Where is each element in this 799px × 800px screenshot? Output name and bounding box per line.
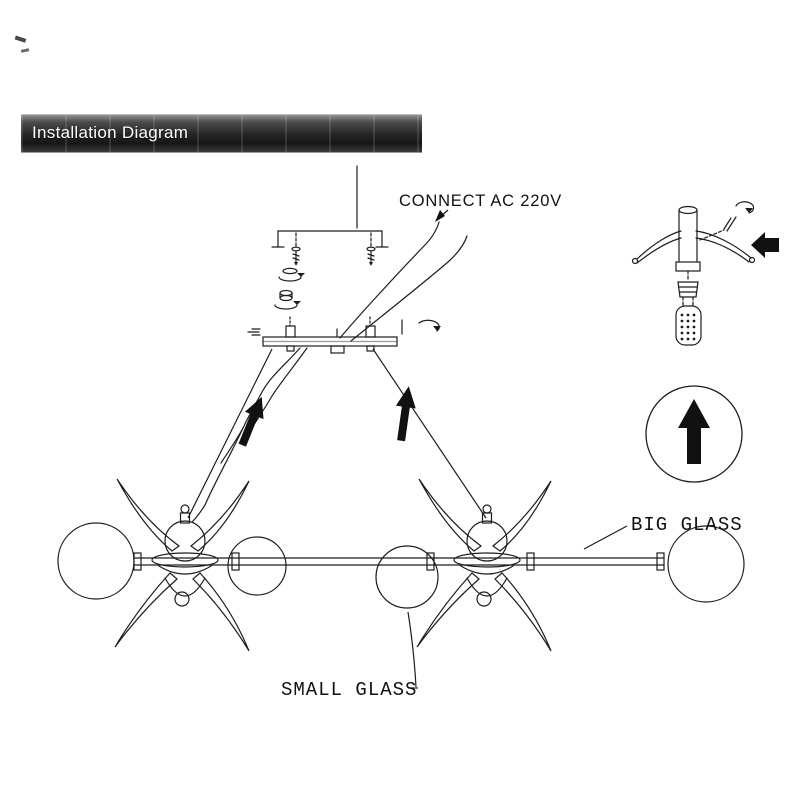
holder-screw	[699, 201, 755, 241]
lock-nut	[274, 289, 301, 310]
scan-artifacts	[14, 35, 30, 53]
g9-bulb	[675, 305, 702, 346]
leaf-arm-icon	[416, 572, 480, 648]
install-arrow-right	[395, 386, 416, 442]
leaf-arm-icon	[114, 572, 178, 648]
mounting-screw-right	[366, 232, 376, 266]
canopy-plate	[262, 316, 398, 354]
rotate-arrow-icon	[278, 276, 302, 282]
leaf-arm-icon	[494, 572, 552, 652]
small-glass-label: SMALL GLASS	[281, 679, 417, 701]
side-set-screw	[247, 319, 441, 336]
connect-callout: CONNECT AC 220V	[399, 192, 562, 222]
left-arrow-icon	[751, 232, 779, 258]
mounting-screw-left	[291, 232, 301, 266]
mounting-bracket	[271, 230, 389, 248]
holder-body	[675, 205, 701, 272]
rotate-arrow-icon	[274, 304, 298, 310]
big-glass-callout: BIG GLASS	[583, 514, 743, 550]
big-glass-left	[57, 522, 135, 600]
leaf-arm-icon	[189, 480, 250, 552]
install-arrow-left	[238, 396, 264, 447]
holder-detail	[631, 201, 779, 346]
lift-direction-symbol	[645, 385, 743, 483]
big-glass-right	[667, 525, 745, 603]
chandelier-body	[57, 478, 745, 652]
leaf-arm-icon	[192, 572, 250, 652]
leaf-arm-icon	[491, 480, 552, 552]
up-arrow-icon	[238, 396, 264, 447]
power-wires	[339, 221, 468, 342]
washer	[278, 267, 305, 282]
main-rod	[133, 552, 665, 571]
leader-arrowhead-icon	[435, 210, 445, 222]
leaf-arm-icon	[418, 478, 483, 552]
small-glass-callout: SMALL GLASS	[281, 611, 418, 701]
up-arrow-icon	[395, 386, 416, 442]
page-title: Installation Diagram	[32, 123, 189, 142]
lamp-socket	[677, 270, 699, 307]
title-banner: Installation Diagram	[21, 114, 422, 152]
leaf-arm-icon	[116, 478, 181, 552]
rotate-arrow-icon	[735, 201, 755, 214]
hub-left	[114, 478, 250, 652]
ceiling-mount-assembly	[191, 165, 468, 523]
connect-label: CONNECT AC 220V	[399, 192, 562, 210]
small-glass-1	[227, 536, 287, 596]
suspension-rods	[187, 348, 487, 519]
small-glass-2	[375, 545, 439, 609]
big-glass-label: BIG GLASS	[631, 514, 743, 536]
hub-right	[416, 478, 552, 652]
up-arrow-icon	[678, 399, 710, 464]
